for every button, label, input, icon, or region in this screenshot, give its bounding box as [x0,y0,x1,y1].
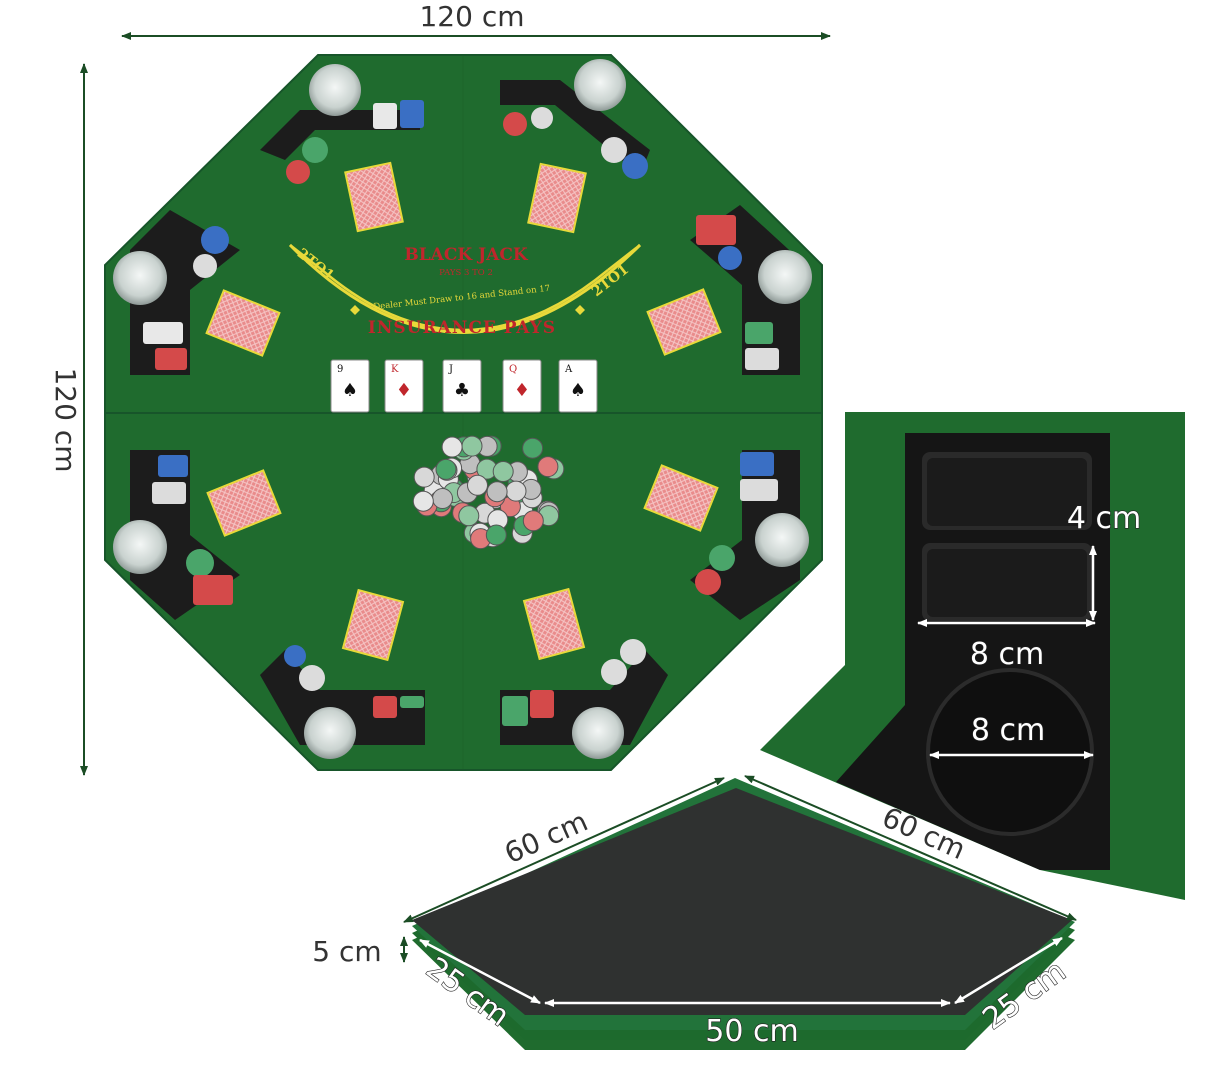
cup-glass-icon [755,513,809,567]
poker-chip [435,458,457,480]
poker-chip [522,437,544,459]
cup-glass-icon [572,707,624,759]
poker-chip [522,510,544,532]
tray-right-upper [690,205,812,375]
tray-left-lower [113,450,240,620]
poker-chip [458,505,480,527]
cup-glass-icon [309,64,361,116]
poker-table-top: BLACK JACK PAYS 3 TO 2 Dealer Must Draw … [104,54,823,771]
svg-text:♠: ♠ [342,380,358,401]
svg-text:K: K [391,364,399,375]
panel-back-face [412,788,1072,1015]
poker-chip [486,481,508,503]
svg-text:♣: ♣ [454,380,470,401]
chip-pile [412,435,565,550]
slot-height-label: 4 cm [1067,501,1141,536]
tray-left-upper [113,210,240,375]
cup-glass-icon [758,250,812,304]
folded-panel: 60 cm 60 cm 5 cm 25 cm 50 cm 25 cm [312,775,1077,1050]
cup-glass-icon [113,251,167,305]
poker-chip [461,435,483,457]
playing-card: Q ♦ [502,359,542,413]
poker-chip [492,461,514,482]
card-spots [205,161,722,662]
tray-top-left [260,64,424,184]
svg-text:♦: ♦ [514,380,530,401]
cup-holder [926,668,1094,836]
poker-chip [432,488,453,509]
tray-bottom-right [500,639,668,759]
poker-chip [537,456,559,478]
cup-diameter-label: 8 cm [971,713,1045,748]
poker-chip [467,474,488,496]
height-label: 120 cm [49,367,82,472]
width-dimension: 120 cm [121,0,831,40]
svg-text:Q: Q [509,364,517,375]
tray-bottom-left [260,645,425,759]
svg-text:A: A [564,364,573,375]
cup-glass-icon [304,707,356,759]
poker-chip [412,490,434,512]
slot-width-label: 8 cm [970,637,1044,672]
width-label: 120 cm [419,0,524,33]
svg-text:♠: ♠ [570,380,586,401]
poker-chip [413,466,435,488]
playing-card: A ♠ [558,359,598,413]
playing-card: J ♣ [442,359,482,413]
svg-text:J: J [448,364,453,375]
blackjack-subtitle: PAYS 3 TO 2 [439,268,493,278]
blackjack-title: BLACK JACK [404,245,528,265]
height-dimension: 120 cm [49,63,88,776]
panel-thickness-label: 5 cm [312,935,381,968]
svg-text:9: 9 [337,364,343,375]
playing-card: 9 ♠ [330,359,370,413]
poker-chip [505,480,527,502]
face-up-cards: 9 ♠ K ♦ J ♣ Q ♦ A ♠ [330,359,598,413]
svg-text:♦: ♦ [396,380,412,401]
insurance-pays: INSURANCE PAYS [368,318,556,338]
tray-top-right [500,59,650,179]
poker-chip [485,524,507,546]
cup-glass-icon [574,59,626,111]
cup-glass-icon [113,520,167,574]
tray-right-lower [690,450,809,620]
panel-bottom-label: 50 cm [705,1014,798,1049]
playing-card: K ♦ [384,359,424,413]
poker-chip [441,436,463,458]
